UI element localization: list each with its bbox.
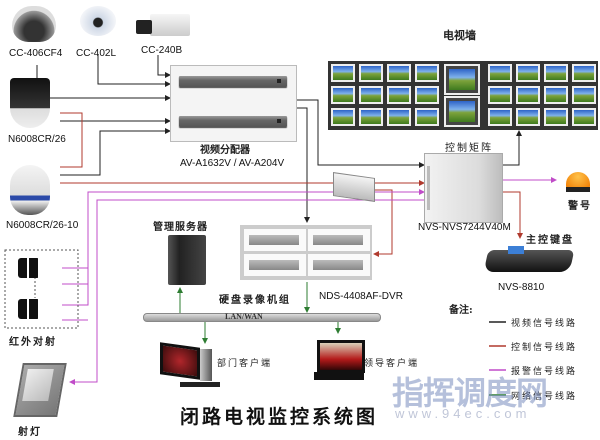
keyboard-label: 主控键盘 [526,235,574,246]
tv-screen [488,108,512,126]
tv-screen [331,86,355,104]
watermark-url: www.94ec.com [395,406,531,421]
dvr-unit [244,229,306,251]
camera-label-cc406cf4: CC-406CF4 [9,48,63,59]
tv-screen [444,96,480,127]
dvr-unit [244,254,306,276]
tv-screen [488,64,512,82]
camera-lens-icon [136,20,152,34]
tv-screen [444,64,480,95]
tv-screen [387,64,411,82]
video-splitter [170,65,297,142]
tv-screen [516,64,540,82]
tv-screen [544,108,568,126]
video-line-cc406 [36,65,171,101]
server-label: 管理服务器 [153,222,208,233]
tv-screen [331,108,355,126]
splitter-unit [179,76,287,87]
tv-screen [516,108,540,126]
dvr-unit [308,229,370,251]
infrared-sensor-icon [18,258,40,278]
camera-label-n6008cr26: N6008CR/26 [8,134,66,145]
video-line-ptz2 [60,128,171,176]
tv-screen [415,86,439,104]
splitter-model: AV-A1632V / AV-A204V [180,158,285,169]
legend-item-alarm: 报警信号线路 [511,367,578,377]
tv-screen [415,64,439,82]
tv-screen [544,86,568,104]
alarm-line-main [62,189,425,306]
diagram-title: 闭路电视监控系统图 [180,406,379,428]
siren-icon [566,172,590,188]
server-tower-icon [168,235,206,285]
control-line-keyboard [501,191,523,239]
tv-screen [572,108,596,126]
keyboard-screen [508,246,524,254]
tv-screen [572,86,596,104]
dept-client-label: 部门客户端 [217,359,273,369]
siren-label: 警号 [568,201,592,212]
tv-screen [488,86,512,104]
siren-base [566,187,590,192]
control-line-ptz [60,112,83,168]
video-line-splitter-matrix [295,99,425,168]
spotlight-label: 射灯 [18,427,42,438]
dvr-group [240,225,372,280]
control-matrix [424,153,503,223]
tv-screen [516,86,540,104]
video-line-cc240b [157,55,171,78]
desktop-keyboard-icon [180,382,220,387]
tv-wall [328,61,598,130]
dvr-unit [308,254,370,276]
laptop-screen-icon [317,340,365,373]
camera-label-cc402l: CC-402L [76,48,117,59]
splitter-label: 视频分配器 [200,145,250,156]
infrared-label: 红外对射 [9,337,57,348]
tv-screen [359,108,383,126]
video-line-matrix-wall [501,130,522,166]
tv-screen [359,64,383,82]
leader-client-label: 领导客户端 [364,359,420,369]
dome-camera-icon [12,6,56,42]
camera-label-cc240b: CC-240B [141,45,183,56]
tv-screen [544,64,568,82]
box-camera-icon [150,14,190,36]
keyboard-icon [483,250,575,272]
ptz-camera-icon [10,78,50,128]
dome-camera-icon [80,6,116,36]
lan-wan-bus [143,313,381,322]
keyboard-model: NVS-8810 [498,282,545,293]
control-line-dvr [370,189,393,257]
tv-screen [331,64,355,82]
camera-label-n6008cr2610: N6008CR/26-10 [6,220,79,231]
watermark-text: 指挥调度网 [392,374,548,412]
infrared-group-box [4,249,79,329]
desktop-tower-icon [200,349,212,381]
splitter-unit [179,116,287,127]
desktop-monitor-icon [160,342,200,380]
matrix-label: 控制矩阵 [445,143,493,154]
dvr-label: 硬盘录像机组 [219,295,291,306]
tv-wall-label: 电视墙 [443,29,476,42]
tv-screen [359,86,383,104]
legend-item-network: 网络信号线路 [511,392,578,402]
infrared-sensor-icon [18,299,40,319]
tv-screen [387,108,411,126]
legend-item-video: 视频信号线路 [511,319,578,329]
tv-screen [572,64,596,82]
legend-title: 备注: [449,305,473,316]
tv-screen [415,108,439,126]
matrix-model: NVS-NVS7244V40M [418,222,511,233]
tv-screen [387,86,411,104]
dvr-model: NDS-4408AF-DVR [319,291,403,302]
video-line-cc402l [97,55,171,87]
ptz-camera-icon [10,165,50,215]
lan-label: LAN/WAN [225,312,263,321]
laptop-base-icon [314,372,364,380]
legend-item-control: 控制信号线路 [511,343,578,353]
video-line-splitter-dvr [295,107,310,223]
alarm-line-spot [69,199,424,385]
